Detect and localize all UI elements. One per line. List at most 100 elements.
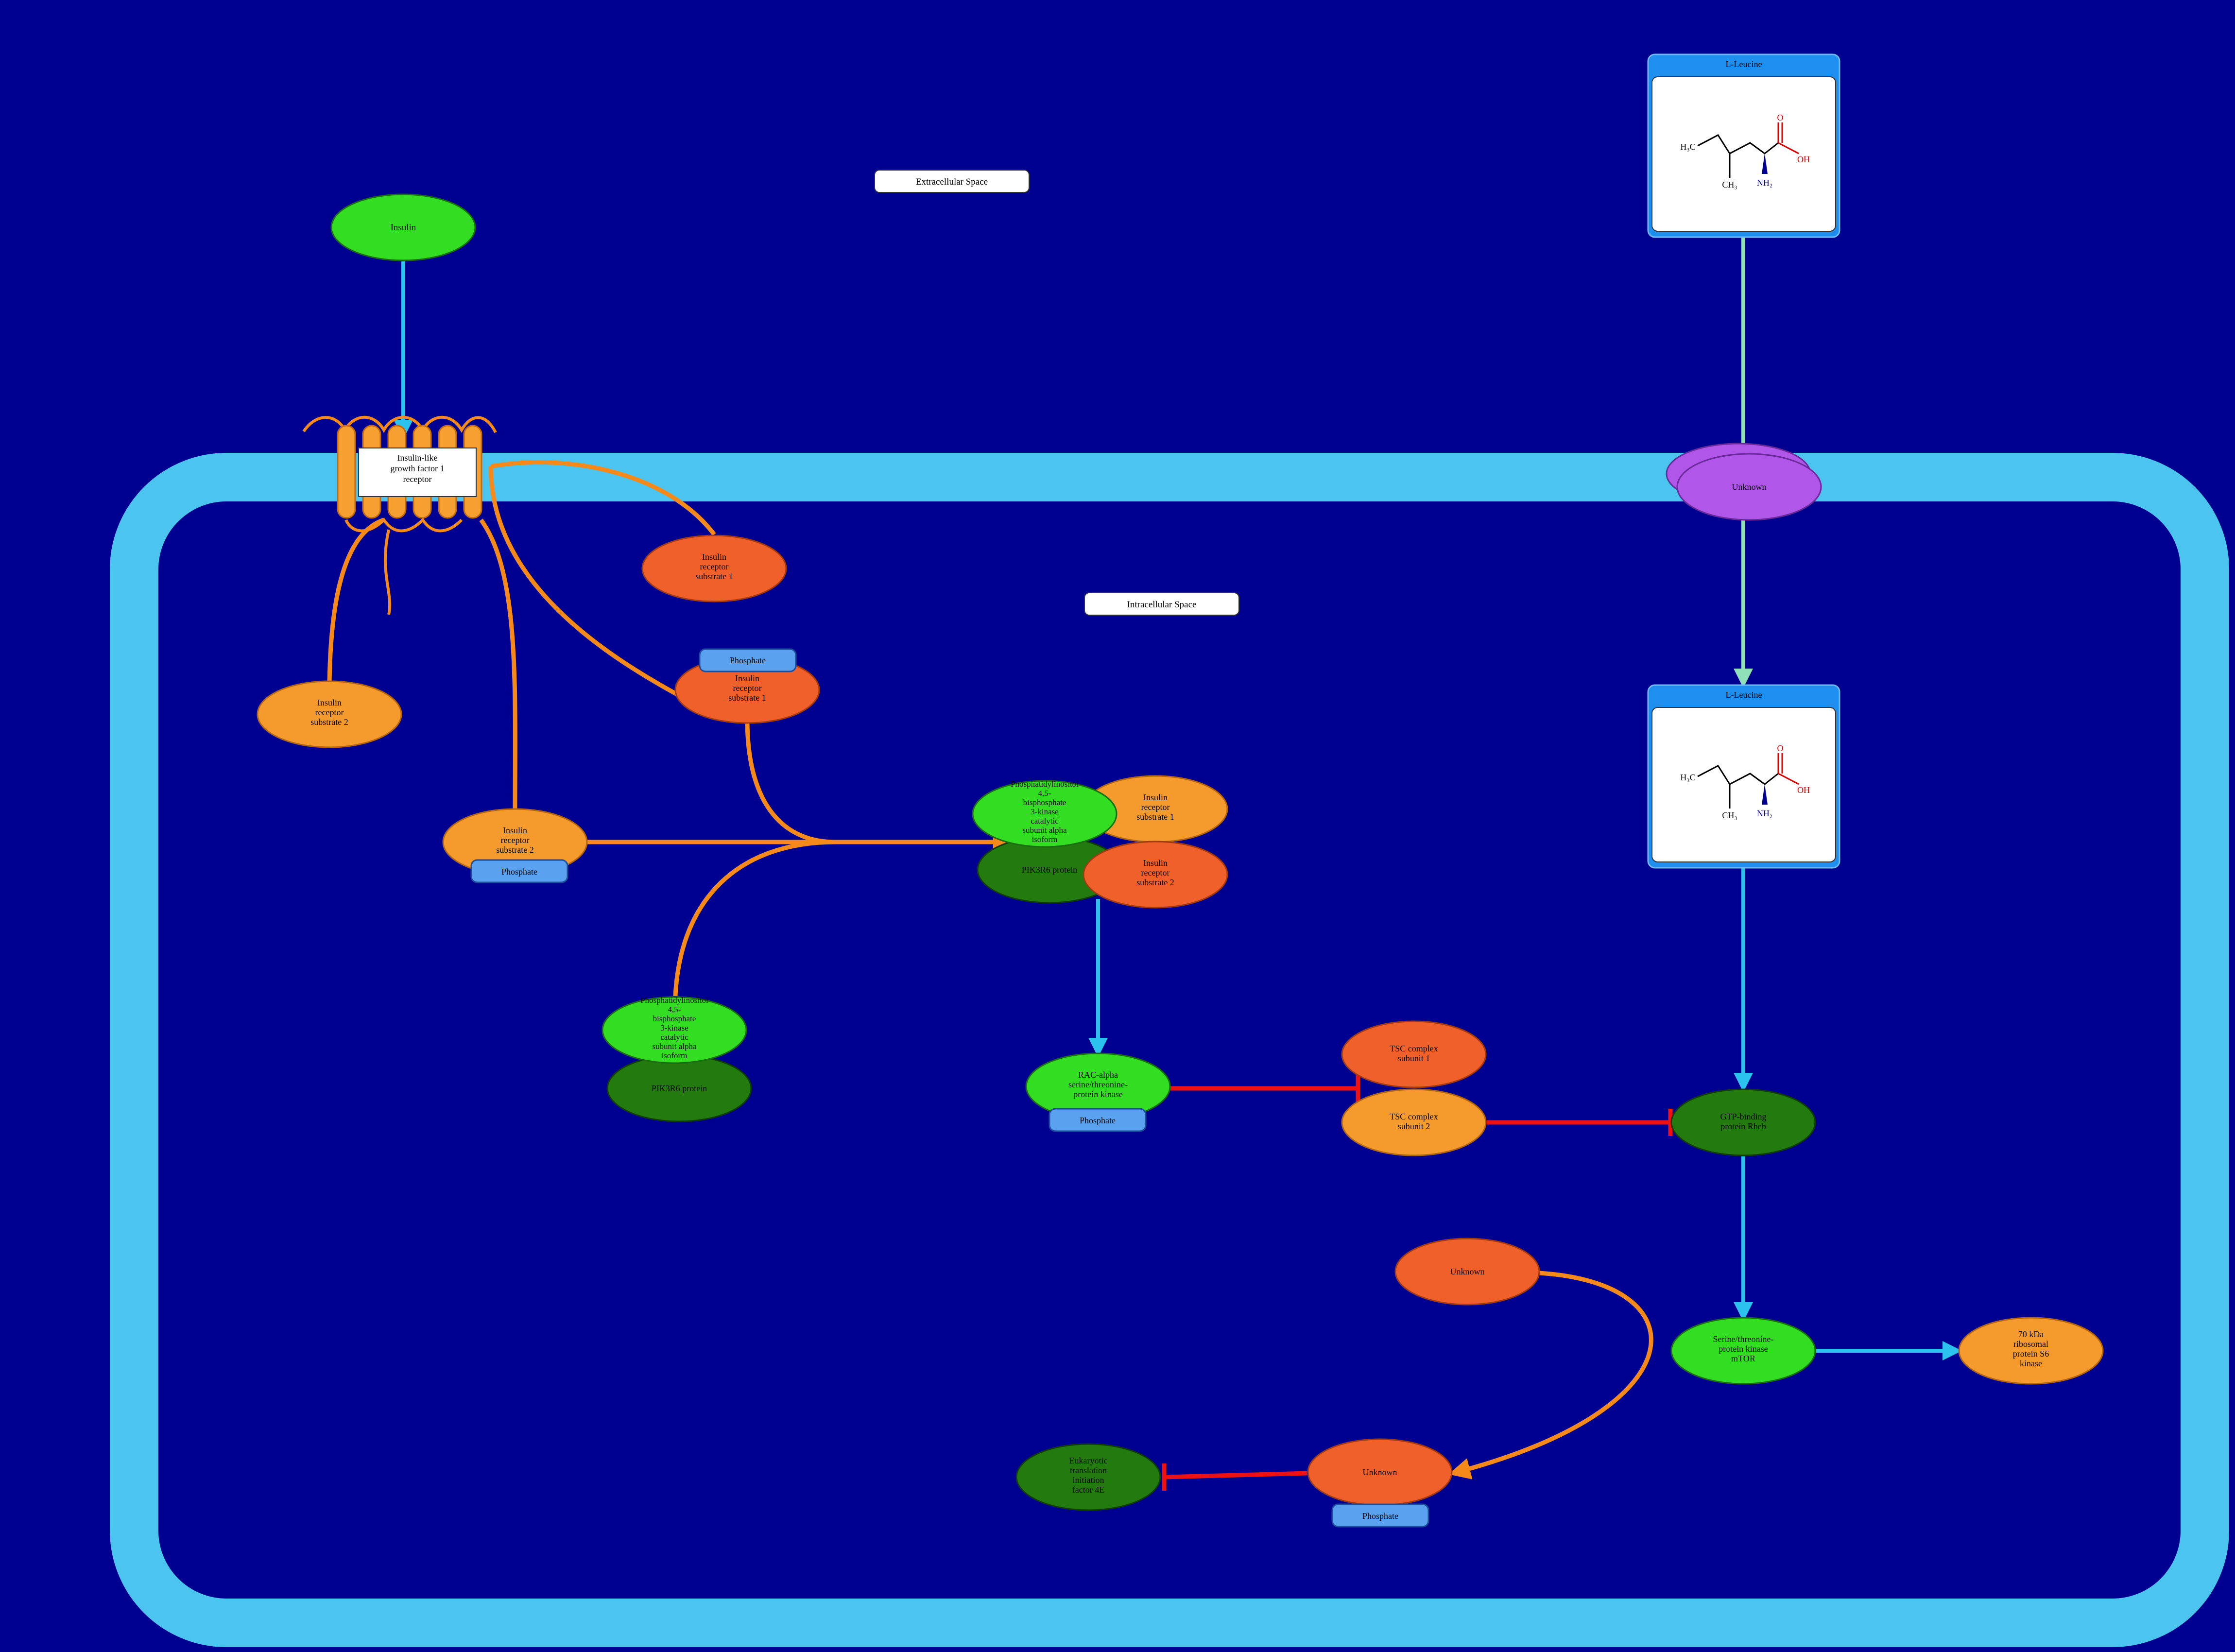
leucine-nh2: NH₂ bbox=[1757, 809, 1772, 818]
intracellular-label: Intracellular Space bbox=[1084, 592, 1239, 616]
node-tsc1[interactable]: TSC complex subunit 1 bbox=[1341, 1020, 1487, 1088]
receptor-loops-bottom bbox=[344, 517, 463, 615]
node-complex-cat-2: 4,5- bbox=[1038, 789, 1051, 798]
node-irs2-phos-line3: substrate 2 bbox=[496, 845, 533, 855]
node-unknown-transporter-label: Unknown bbox=[1732, 482, 1767, 492]
node-irs1-top[interactable]: Insulin receptor substrate 1 bbox=[641, 534, 787, 602]
node-unknown-low-label: Unknown bbox=[1363, 1467, 1397, 1477]
node-irs1-top-line2: receptor bbox=[700, 562, 729, 571]
node-complex-cat-6: subunit alpha bbox=[1022, 826, 1067, 835]
node-unknown-transporter[interactable]: Unknown bbox=[1666, 443, 1822, 521]
node-insulin[interactable]: Insulin bbox=[330, 193, 476, 261]
node-rheb-line1: GTP-binding bbox=[1720, 1112, 1766, 1121]
node-complex-reg: PIK3R6 protein bbox=[1022, 865, 1078, 875]
node-eif4e-line4: factor 4E bbox=[1072, 1485, 1104, 1495]
node-s6k-line2: ribosomal bbox=[2013, 1339, 2048, 1349]
node-pi3k-free-cat-4: 3-kinase bbox=[660, 1023, 688, 1032]
node-akt-line1: RAC-alpha bbox=[1078, 1070, 1118, 1080]
intracellular-label-text: Intracellular Space bbox=[1127, 600, 1197, 610]
node-igf1r-line2: growth factor 1 bbox=[391, 464, 445, 473]
phosphate-label: Phosphate bbox=[1362, 1511, 1398, 1521]
node-complex-irs1-1: Insulin bbox=[1143, 792, 1168, 802]
node-pi3k-free-cat-7: isoform bbox=[662, 1051, 688, 1060]
node-akt-line2: serine/threonine- bbox=[1068, 1080, 1128, 1089]
node-tsc1-line1: TSC complex bbox=[1390, 1044, 1438, 1053]
node-leucine-int-title: L-Leucine bbox=[1726, 690, 1762, 700]
node-mtor-line3: mTOR bbox=[1731, 1354, 1755, 1363]
edge-pi3k-complex bbox=[673, 840, 836, 997]
phosphate-badge: Phosphate bbox=[1331, 1503, 1429, 1528]
node-pi3k-free-cat-2: 4,5- bbox=[668, 1005, 681, 1014]
node-eif4e-line2: translation bbox=[1070, 1465, 1107, 1475]
node-s6k[interactable]: 70 kDa ribosomal protein S6 kinase bbox=[1958, 1317, 2104, 1385]
node-pi3k-free-cat-1: Phosphatidylinositol bbox=[640, 996, 708, 1005]
node-rheb[interactable]: GTP-binding protein Rheb bbox=[1670, 1088, 1816, 1156]
node-mtor-line2: protein kinase bbox=[1719, 1344, 1768, 1354]
node-complex-cat-3: bisphosphate bbox=[1023, 798, 1066, 807]
node-insulin-label: Insulin bbox=[391, 223, 416, 233]
phosphate-label: Phosphate bbox=[730, 655, 766, 665]
receptor-loops-top bbox=[302, 415, 497, 433]
node-unknown-mid-label: Unknown bbox=[1450, 1267, 1485, 1276]
node-leucine-ext-title: L-Leucine bbox=[1726, 59, 1762, 69]
node-igf1r[interactable]: Insulin-like growth factor 1 receptor bbox=[302, 415, 497, 615]
node-s6k-line1: 70 kDa bbox=[2018, 1329, 2044, 1339]
edge-receptor-irs1-top bbox=[490, 460, 716, 536]
node-pi3k-free-cat-5: catalytic bbox=[660, 1032, 688, 1042]
leucine-oh: OH bbox=[1797, 785, 1810, 795]
leucine-o: O bbox=[1777, 743, 1784, 753]
node-leucine-int[interactable]: L-Leucine H₃C CH₃ NH₂ O OH bbox=[1647, 684, 1840, 869]
node-eif4e[interactable]: Eukaryotic translation initiation factor… bbox=[1015, 1443, 1161, 1511]
node-leucine-ext[interactable]: L-Leucine H₃C CH₃ NH₂ O OH bbox=[1647, 53, 1840, 238]
node-irs2-phos[interactable]: Insulin receptor substrate 2 Phosphate bbox=[442, 808, 588, 883]
node-pi3k-irs-complex[interactable]: PIK3R6 protein Insulin receptor substrat… bbox=[972, 775, 1228, 909]
node-rheb-line2: protein Rheb bbox=[1720, 1121, 1766, 1131]
edge-unknown-mid-low bbox=[1448, 1271, 1653, 1480]
leucine-oh: OH bbox=[1797, 155, 1810, 164]
node-complex-cat-7: isoform bbox=[1032, 835, 1058, 844]
phosphate-label: Phosphate bbox=[501, 867, 537, 877]
phosphate-badge: Phosphate bbox=[470, 859, 568, 883]
node-irs1-top-line1: Insulin bbox=[702, 552, 726, 562]
leucine-nh2: NH₂ bbox=[1757, 178, 1772, 188]
phosphate-label: Phosphate bbox=[1080, 1116, 1116, 1125]
node-irs2-left-line2: receptor bbox=[315, 707, 344, 717]
node-complex-irs1-3: substrate 1 bbox=[1136, 812, 1174, 822]
phosphate-badge: Phosphate bbox=[699, 648, 797, 672]
cell-membrane bbox=[110, 453, 2229, 1647]
node-mtor-line1: Serine/threonine- bbox=[1713, 1334, 1774, 1344]
node-mtor[interactable]: Serine/threonine- protein kinase mTOR bbox=[1670, 1317, 1816, 1385]
node-pi3k-free[interactable]: PIK3R6 protein Phosphatidylinositol 4,5-… bbox=[602, 996, 752, 1122]
node-complex-irs2-1: Insulin bbox=[1143, 858, 1168, 868]
node-complex-irs2-3: substrate 2 bbox=[1136, 878, 1174, 887]
node-complex-irs2-2: receptor bbox=[1141, 868, 1170, 878]
node-eif4e-line1: Eukaryotic bbox=[1069, 1456, 1108, 1465]
node-irs1-phos-line1: Insulin bbox=[735, 673, 759, 683]
node-complex-cat-5: catalytic bbox=[1031, 816, 1059, 826]
leucine-structure-ext: H₃C CH₃ NH₂ O OH bbox=[1680, 113, 1810, 189]
node-igf1r-line1: Insulin-like bbox=[397, 453, 438, 463]
node-tsc2-line2: subunit 2 bbox=[1398, 1121, 1430, 1131]
node-tsc2[interactable]: TSC complex subunit 2 bbox=[1341, 1088, 1487, 1156]
extracellular-label-text: Extracellular Space bbox=[916, 177, 988, 187]
phosphate-badge: Phosphate bbox=[1049, 1108, 1147, 1132]
leucine-structure-int: H₃C CH₃ NH₂ O OH bbox=[1680, 743, 1810, 820]
node-irs2-phos-line1: Insulin bbox=[503, 826, 527, 835]
node-irs2-left[interactable]: Insulin receptor substrate 2 bbox=[257, 680, 402, 748]
node-irs1-phos[interactable]: Insulin receptor substrate 1 Phosphate bbox=[674, 648, 820, 724]
edge-receptor-irs2-phos bbox=[479, 518, 517, 812]
node-irs1-phos-line2: receptor bbox=[733, 683, 762, 693]
node-unknown-mid[interactable]: Unknown bbox=[1394, 1238, 1540, 1306]
node-complex-irs1-2: receptor bbox=[1141, 802, 1170, 812]
extracellular-label: Extracellular Space bbox=[874, 170, 1030, 193]
node-complex-cat-4: 3-kinase bbox=[1031, 807, 1059, 816]
node-irs2-left-line1: Insulin bbox=[317, 698, 342, 707]
leucine-ch3: CH₃ bbox=[1722, 810, 1737, 820]
node-igf1r-line3: receptor bbox=[403, 474, 432, 484]
node-tsc1-line2: subunit 1 bbox=[1398, 1053, 1430, 1063]
node-unknown-low[interactable]: Unknown Phosphate bbox=[1307, 1438, 1453, 1528]
node-pi3k-free-reg: PIK3R6 protein bbox=[652, 1084, 707, 1093]
node-akt[interactable]: RAC-alpha serine/threonine- protein kina… bbox=[1025, 1052, 1171, 1132]
node-pi3k-free-cat-6: subunit alpha bbox=[652, 1042, 697, 1051]
